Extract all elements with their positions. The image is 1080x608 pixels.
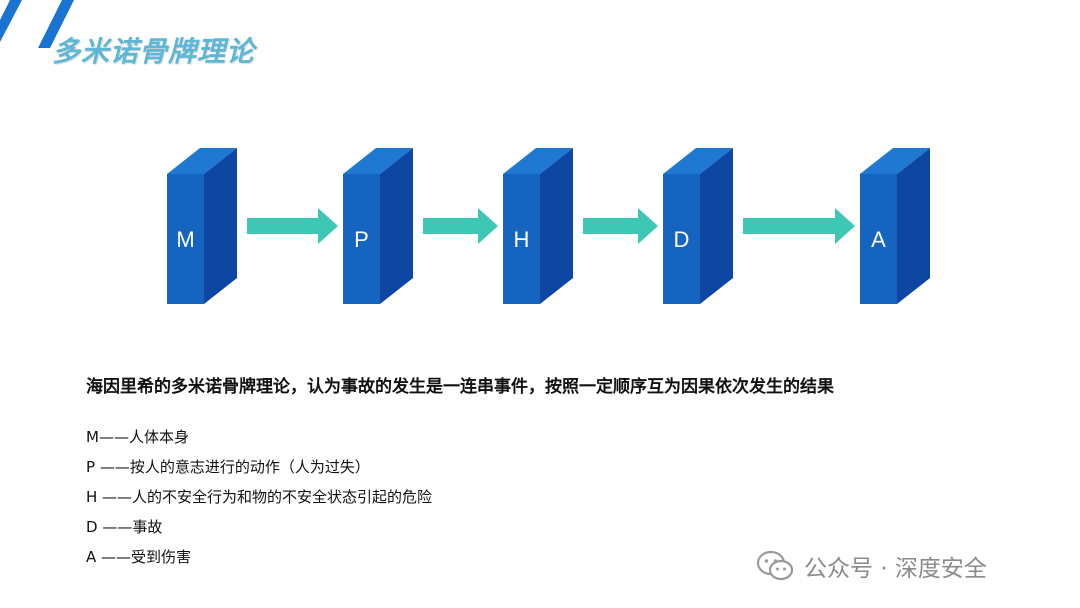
block-m-label: M (176, 227, 194, 252)
legend-item-d: D ——事故 (86, 518, 163, 536)
watermark: 公众号 · 深度安全 (756, 546, 987, 586)
legend-item-p: P ——按人的意志进行的动作（人为过失） (86, 458, 370, 476)
page-title: 多米诺骨牌理论 (52, 35, 256, 68)
legend-list: M——人体本身 P ——按人的意志进行的动作（人为过失） H ——人的不安全行为… (86, 426, 432, 576)
block-h: H (503, 148, 573, 304)
corner-stripes-decoration (0, 0, 74, 48)
watermark-text: 公众号 · 深度安全 (804, 556, 987, 582)
block-d-label: D (674, 227, 690, 252)
block-a: A (860, 148, 930, 304)
block-h-label: H (514, 227, 530, 252)
arrow-h-to-d (583, 208, 658, 244)
legend-item-a: A ——受到伤害 (86, 548, 192, 566)
block-p: P (343, 148, 413, 304)
legend-item-m: M——人体本身 (86, 428, 189, 446)
legend-item-h: H ——人的不安全行为和物的不安全状态引起的危险 (86, 488, 433, 506)
block-a-label: A (871, 227, 886, 252)
arrow-m-to-p (247, 208, 338, 244)
block-d: D (663, 148, 733, 304)
arrow-p-to-h (423, 208, 498, 244)
block-p-label: P (354, 227, 369, 252)
arrow-d-to-a (743, 208, 855, 244)
wechat-icon (756, 550, 794, 581)
block-m: M (167, 148, 237, 304)
description-text: 海因里希的多米诺骨牌理论，认为事故的发生是一连串事件，按照一定顺序互为因果依次发… (86, 377, 834, 397)
